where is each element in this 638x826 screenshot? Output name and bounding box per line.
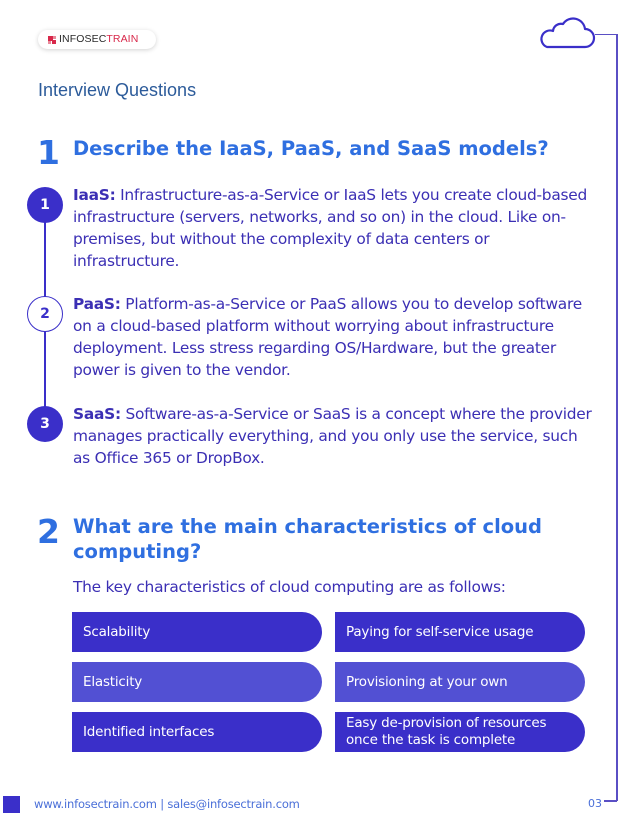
question-number-2: 2 bbox=[37, 512, 60, 551]
footer-contact[interactable]: www.infosectrain.com | sales@infosectrai… bbox=[34, 797, 300, 811]
characteristic-easy-deprovision: Easy de-provision of resources once the … bbox=[335, 712, 585, 752]
infosectrain-logo-icon bbox=[48, 35, 56, 44]
characteristics-intro: The key characteristics of cloud computi… bbox=[73, 578, 506, 596]
step-paragraph-saas: SaaS: Software-as-a-Service or SaaS is a… bbox=[73, 403, 593, 469]
description-paas: Platform-as-a-Service or PaaS allows you… bbox=[73, 295, 582, 379]
footer-accent-square bbox=[3, 796, 20, 813]
step-badge-2: 2 bbox=[27, 296, 63, 332]
question-title-2: What are the main characteristics of clo… bbox=[73, 515, 542, 563]
characteristic-scalability: Scalability bbox=[72, 612, 322, 652]
logo-text: INFOSECTRAIN bbox=[59, 33, 139, 46]
description-saas: Software-as-a-Service or SaaS is a conce… bbox=[73, 405, 592, 467]
step-badge-3: 3 bbox=[27, 406, 63, 442]
term-iaas: IaaS: bbox=[73, 186, 116, 204]
step-paragraph-iaas: IaaS: Infrastructure-as-a-Service or Iaa… bbox=[73, 184, 593, 272]
characteristic-identified-interfaces: Identified interfaces bbox=[72, 712, 322, 752]
characteristic-elasticity: Elasticity bbox=[72, 662, 322, 702]
question-title-1: Describe the IaaS, PaaS, and SaaS models… bbox=[73, 137, 549, 160]
step-paragraph-paas: PaaS: Platform-as-a-Service or PaaS allo… bbox=[73, 293, 593, 381]
description-iaas: Infrastructure-as-a-Service or IaaS lets… bbox=[73, 186, 588, 270]
step-badge-1: 1 bbox=[27, 187, 63, 223]
cloud-icon bbox=[540, 17, 596, 49]
question-number-1: 1 bbox=[37, 133, 60, 172]
frame-line-right bbox=[616, 34, 618, 801]
characteristic-self-service-usage: Paying for self-service usage bbox=[335, 612, 585, 652]
frame-line-top bbox=[595, 34, 617, 35]
page-title: Interview Questions bbox=[38, 80, 197, 100]
term-paas: PaaS: bbox=[73, 295, 121, 313]
page-number: 03 bbox=[588, 797, 602, 810]
term-saas: SaaS: bbox=[73, 405, 121, 423]
characteristic-provisioning: Provisioning at your own bbox=[335, 662, 585, 702]
infosectrain-logo: INFOSECTRAIN bbox=[38, 30, 156, 49]
frame-line-bottom bbox=[604, 800, 617, 802]
